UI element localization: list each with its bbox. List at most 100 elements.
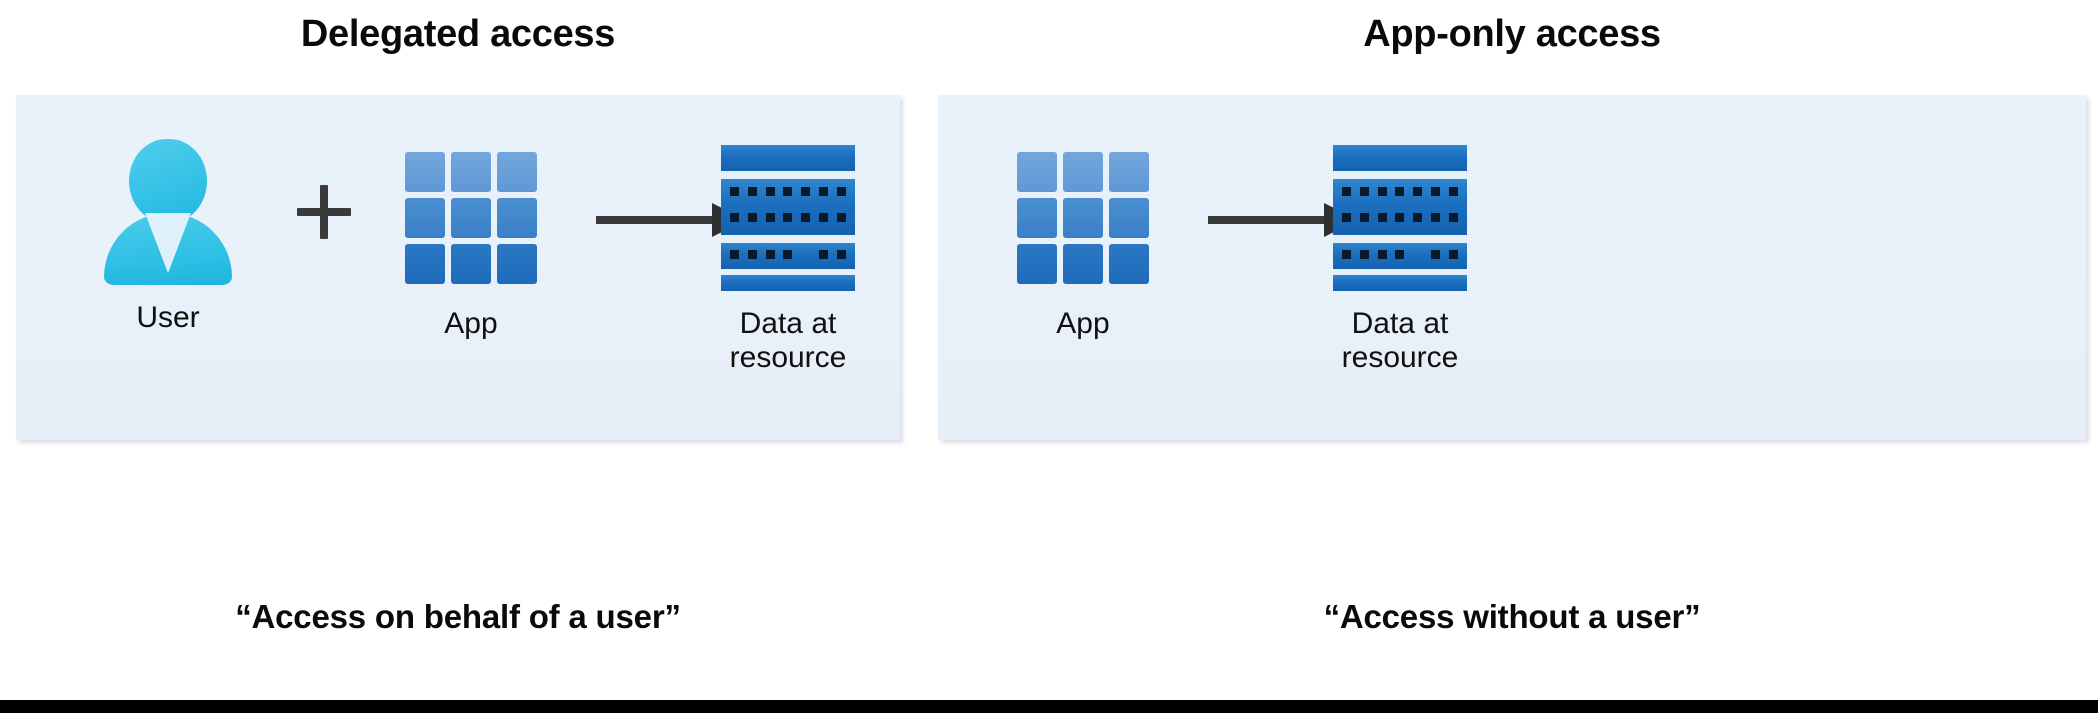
arrow-shaft bbox=[596, 216, 714, 224]
app-grid-cell bbox=[1063, 152, 1103, 192]
server-led bbox=[1413, 187, 1423, 196]
app-grid-cell bbox=[1063, 244, 1103, 284]
delegated-access-caption: “Access on behalf of a user” bbox=[235, 598, 681, 635]
server-led bbox=[730, 187, 739, 196]
app-grid-cell bbox=[1063, 198, 1103, 238]
node-user: User bbox=[68, 137, 268, 335]
app-only-access-panel: App bbox=[938, 95, 2086, 440]
server-led bbox=[730, 250, 739, 259]
server-led bbox=[1448, 213, 1458, 222]
server-led-row bbox=[730, 250, 846, 259]
server-rack-icon bbox=[1333, 145, 1467, 291]
node-data-at-resource: Data at resource bbox=[678, 143, 898, 374]
server-led bbox=[801, 213, 811, 222]
server-rack-icon bbox=[721, 145, 855, 291]
app-only-access-flow: App bbox=[938, 95, 2086, 440]
bottom-black-bar bbox=[0, 700, 2098, 713]
server-band bbox=[1333, 275, 1467, 291]
server-led bbox=[1342, 250, 1351, 259]
node-label-data-at-resource: Data at resource bbox=[729, 307, 847, 374]
user-art bbox=[68, 137, 268, 287]
server-led bbox=[783, 213, 793, 222]
node-label-data-at-resource: Data at resource bbox=[1341, 307, 1459, 374]
server-led bbox=[1377, 213, 1387, 222]
user-head-shape bbox=[129, 139, 207, 223]
user-collar-shape bbox=[145, 213, 191, 273]
server-led bbox=[1448, 187, 1458, 196]
server-led-row bbox=[1342, 187, 1458, 196]
server-led bbox=[1342, 213, 1351, 222]
server-led bbox=[783, 250, 793, 259]
app-only-access-caption: “Access without a user” bbox=[1323, 598, 1701, 635]
server-led bbox=[747, 250, 757, 259]
node-label-app: App bbox=[1056, 307, 1110, 340]
app-grid-cell bbox=[405, 244, 445, 284]
server-led bbox=[1395, 187, 1405, 196]
server-led bbox=[1448, 250, 1458, 259]
server-led-row bbox=[730, 187, 846, 196]
app-grid-cell bbox=[451, 198, 491, 238]
server-band bbox=[1333, 145, 1467, 171]
server-art bbox=[1290, 143, 1510, 293]
server-led bbox=[1395, 250, 1405, 259]
server-band bbox=[721, 275, 855, 291]
server-led bbox=[1431, 250, 1441, 259]
node-app: App bbox=[983, 143, 1183, 341]
node-plus bbox=[264, 137, 384, 287]
delegated-access-flow: User bbox=[16, 95, 900, 440]
app-grid-cell bbox=[1017, 198, 1057, 238]
server-led bbox=[747, 187, 757, 196]
server-led bbox=[1431, 187, 1441, 196]
server-led bbox=[819, 250, 829, 259]
server-led bbox=[765, 250, 775, 259]
server-led bbox=[1342, 187, 1351, 196]
app-grid-icon bbox=[405, 152, 537, 284]
plus-icon bbox=[297, 185, 351, 239]
server-led bbox=[836, 187, 846, 196]
app-grid-cell bbox=[1017, 244, 1057, 284]
server-led bbox=[836, 213, 846, 222]
app-grid-cell bbox=[497, 152, 537, 192]
app-only-access-column: App-only access bbox=[938, 0, 2086, 700]
app-art bbox=[983, 143, 1183, 293]
app-grid-cell bbox=[405, 152, 445, 192]
server-led bbox=[765, 187, 775, 196]
server-led bbox=[801, 187, 811, 196]
app-grid-cell bbox=[1109, 198, 1149, 238]
app-grid-cell bbox=[451, 152, 491, 192]
server-band bbox=[721, 145, 855, 171]
app-grid-cell bbox=[497, 244, 537, 284]
app-grid-cell bbox=[451, 244, 491, 284]
app-grid-icon bbox=[1017, 152, 1149, 284]
server-led bbox=[1395, 213, 1405, 222]
node-label-app: App bbox=[444, 307, 498, 340]
server-led bbox=[1359, 250, 1369, 259]
plus-art bbox=[264, 137, 384, 287]
server-led bbox=[1377, 187, 1387, 196]
server-led-row bbox=[730, 213, 846, 222]
server-led bbox=[1377, 250, 1387, 259]
server-led bbox=[730, 213, 739, 222]
app-grid-cell bbox=[1109, 152, 1149, 192]
app-grid-cell bbox=[497, 198, 537, 238]
delegated-access-column: Delegated access User bbox=[16, 0, 900, 700]
server-led bbox=[1431, 213, 1441, 222]
server-led-row bbox=[1342, 250, 1458, 259]
server-led bbox=[819, 187, 829, 196]
server-led bbox=[1413, 213, 1423, 222]
node-data-at-resource: Data at resource bbox=[1290, 143, 1510, 374]
server-led bbox=[765, 213, 775, 222]
app-only-access-title: App-only access bbox=[1363, 13, 1661, 55]
server-led bbox=[1359, 213, 1369, 222]
server-art bbox=[678, 143, 898, 293]
node-app: App bbox=[371, 143, 571, 341]
server-led bbox=[1359, 187, 1369, 196]
app-grid-cell bbox=[405, 198, 445, 238]
app-art bbox=[371, 143, 571, 293]
server-led bbox=[747, 213, 757, 222]
server-led bbox=[783, 187, 793, 196]
delegated-access-panel: User bbox=[16, 95, 900, 440]
app-grid-cell bbox=[1017, 152, 1057, 192]
user-icon bbox=[104, 139, 232, 285]
